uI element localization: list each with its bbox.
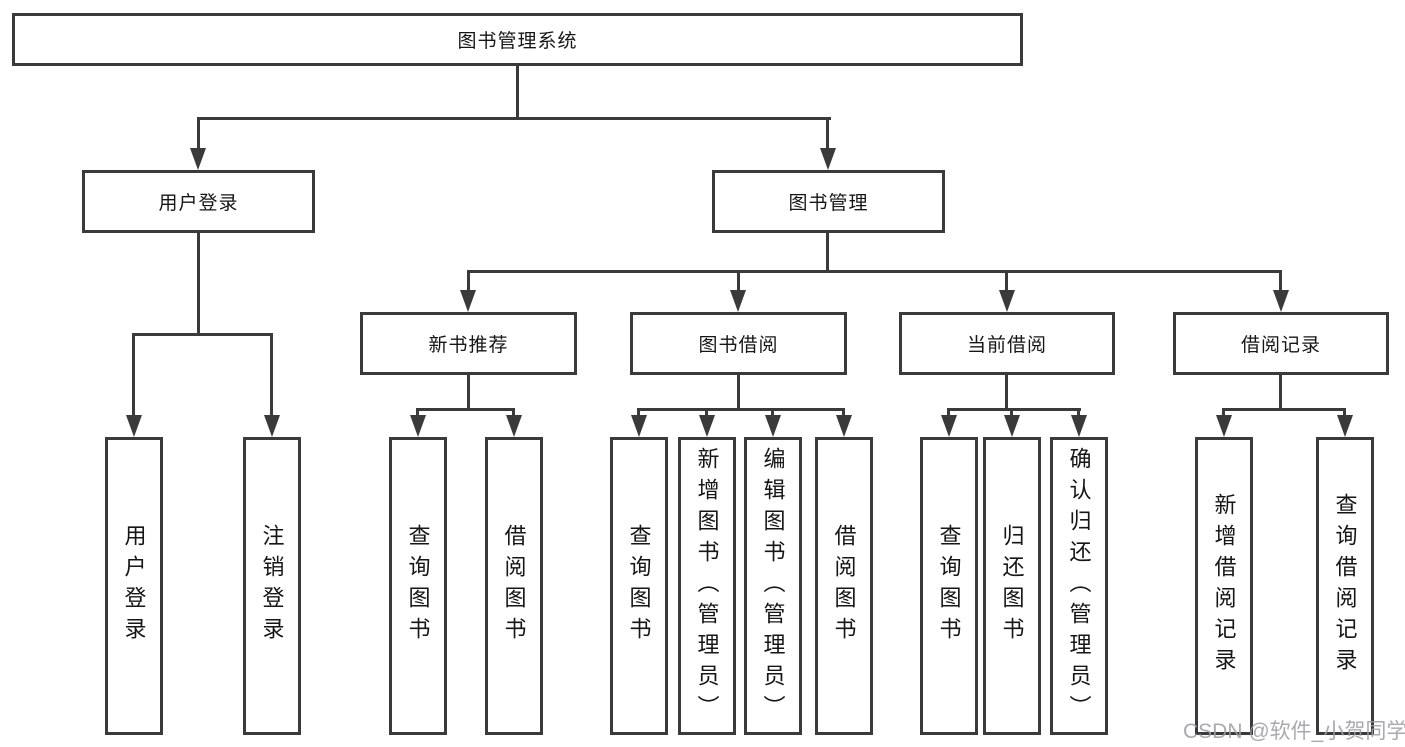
- connector-line: [826, 233, 829, 273]
- leaf-logout: 注销登录: [243, 437, 301, 735]
- node-user-login: 用户登录: [82, 170, 315, 233]
- connector-line: [771, 408, 774, 418]
- connector-line: [270, 333, 273, 417]
- leaf-current-confirm-return-admin: 确认归还（管理员）: [1050, 437, 1108, 735]
- connector-line: [1222, 408, 1225, 418]
- connector-line: [197, 117, 831, 120]
- connector-line: [1279, 375, 1282, 411]
- arrowhead-down: [126, 415, 142, 437]
- connector-line: [132, 333, 273, 336]
- connector-line: [1077, 408, 1080, 418]
- arrowhead-down: [264, 415, 280, 437]
- arrowhead-down: [1273, 290, 1289, 312]
- leaf-current-return-book: 归还图书: [983, 437, 1041, 735]
- connector-line: [1010, 408, 1013, 418]
- connector-line: [947, 408, 950, 418]
- leaf-user-login: 用户登录: [105, 437, 163, 735]
- connector-line: [737, 375, 740, 411]
- leaf-records-query-record: 查询借阅记录: [1316, 437, 1374, 735]
- node-root: 图书管理系统: [12, 13, 1023, 66]
- leaf-borrow-add-book-admin: 新增图书（管理员）: [678, 437, 736, 735]
- leaf-records-add-record: 新增借阅记录: [1195, 437, 1253, 735]
- connector-line: [637, 408, 845, 411]
- csdn-watermark: CSDN @软件_小贺同学: [1183, 720, 1405, 743]
- connector-line: [416, 408, 515, 411]
- arrowhead-down: [836, 415, 852, 437]
- connector-line: [197, 233, 200, 336]
- arrowhead-down: [460, 290, 476, 312]
- node-book-management: 图书管理: [712, 170, 945, 233]
- leaf-borrow-edit-book-admin: 编辑图书（管理员）: [744, 437, 802, 735]
- connector-line: [132, 333, 135, 417]
- arrowhead-down: [820, 148, 836, 170]
- connector-line: [516, 66, 519, 117]
- connector-line: [467, 270, 470, 292]
- connector-line: [1343, 408, 1346, 418]
- arrowhead-down: [765, 415, 781, 437]
- leaf-recommend-query-book: 查询图书: [389, 437, 447, 735]
- connector-line: [416, 408, 419, 418]
- arrowhead-down: [1337, 415, 1353, 437]
- arrowhead-down: [1071, 415, 1087, 437]
- connector-line: [1005, 270, 1008, 292]
- arrowhead-down: [999, 290, 1015, 312]
- arrowhead-down: [506, 415, 522, 437]
- connector-line: [512, 408, 515, 418]
- connector-line: [197, 117, 200, 150]
- node-current-borrow: 当前借阅: [899, 312, 1115, 375]
- connector-line: [842, 408, 845, 418]
- arrowhead-down: [1216, 415, 1232, 437]
- node-borrow-records: 借阅记录: [1173, 312, 1389, 375]
- node-new-book-recommend: 新书推荐: [360, 312, 577, 375]
- node-book-borrow: 图书借阅: [630, 312, 847, 375]
- connector-line: [947, 408, 1081, 411]
- leaf-borrow-borrow-book: 借阅图书: [815, 437, 873, 735]
- arrowhead-down: [699, 415, 715, 437]
- arrowhead-down: [730, 290, 746, 312]
- arrowhead-down: [190, 148, 206, 170]
- arrowhead-down: [941, 415, 957, 437]
- connector-line: [826, 117, 829, 150]
- arrowhead-down: [1004, 415, 1020, 437]
- connector-line: [637, 408, 640, 418]
- connector-line: [467, 270, 1282, 273]
- connector-line: [467, 375, 470, 411]
- leaf-recommend-borrow-book: 借阅图书: [485, 437, 543, 735]
- connector-line: [1222, 408, 1346, 411]
- arrowhead-down: [410, 415, 426, 437]
- connector-line: [1005, 375, 1008, 411]
- connector-line: [1279, 270, 1282, 292]
- connector-line: [705, 408, 708, 418]
- connector-line: [737, 270, 740, 292]
- arrowhead-down: [631, 415, 647, 437]
- leaf-borrow-query-book: 查询图书: [610, 437, 668, 735]
- leaf-current-query-book: 查询图书: [920, 437, 978, 735]
